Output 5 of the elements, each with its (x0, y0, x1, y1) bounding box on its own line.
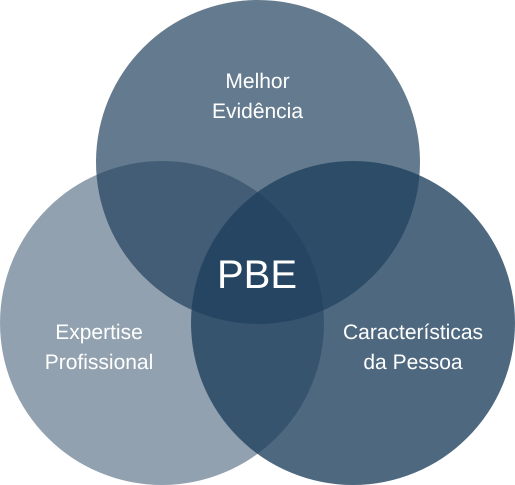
center-label: PBE (216, 252, 298, 299)
circle-label: Expertise Profissional (44, 320, 154, 376)
circle-label: Características da Pessoa (342, 320, 484, 376)
venn-circle (191, 161, 515, 485)
circle-label: Melhor Evidência (210, 69, 304, 125)
